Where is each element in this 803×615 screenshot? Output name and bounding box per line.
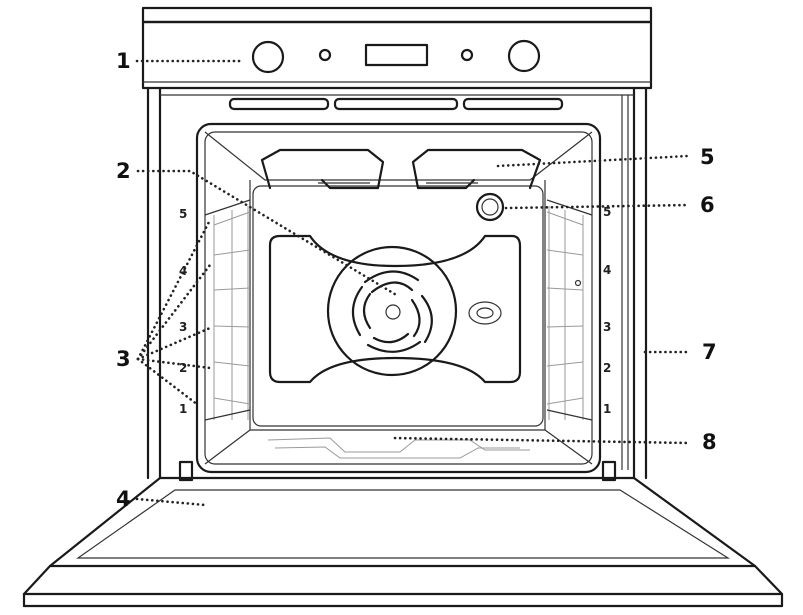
callout-5: 5 xyxy=(700,145,715,169)
door-seal xyxy=(621,95,629,470)
right-shelf-guides xyxy=(546,199,593,421)
left-shelf-label-3: 3 xyxy=(179,320,187,334)
oven-lamp xyxy=(475,192,505,222)
callout-8: 8 xyxy=(702,430,717,454)
oven-cavity xyxy=(195,122,602,474)
right-shelf-label-5: 5 xyxy=(603,205,611,219)
left-knob xyxy=(251,40,285,74)
callout-4: 4 xyxy=(116,487,131,511)
callout-7: 7 xyxy=(702,340,717,364)
shelf-level-labels-right: 5 4 3 2 1 xyxy=(603,205,611,416)
fan-cover-panel xyxy=(268,234,522,384)
display-window xyxy=(364,43,429,67)
right-shelf-label-1: 1 xyxy=(603,402,611,416)
callout-6: 6 xyxy=(700,193,715,217)
leader-lines xyxy=(135,59,692,507)
convection-fan xyxy=(326,245,458,377)
control-panel xyxy=(141,6,653,90)
top-heating-element xyxy=(260,148,542,190)
left-shelf-label-1: 1 xyxy=(179,402,187,416)
right-indicator-light xyxy=(460,48,474,62)
shelf-level-labels-left: 5 4 3 2 1 xyxy=(179,207,187,416)
callout-labels: 1 2 3 4 5 6 7 8 xyxy=(116,49,717,511)
left-shelf-label-4: 4 xyxy=(179,264,187,278)
left-shelf-label-2: 2 xyxy=(179,361,187,375)
bottom-heating-element xyxy=(267,437,530,459)
left-shelf-label-5: 5 xyxy=(179,207,187,221)
top-vents xyxy=(228,97,564,111)
right-shelf-label-2: 2 xyxy=(603,361,611,375)
left-indicator-light xyxy=(318,48,332,62)
callout-2: 2 xyxy=(116,159,131,183)
callout-3: 3 xyxy=(116,347,131,371)
right-knob xyxy=(507,39,541,73)
right-shelf-label-3: 3 xyxy=(603,320,611,334)
oven-body xyxy=(146,86,648,480)
oven-door xyxy=(22,460,784,608)
callout-1: 1 xyxy=(116,49,131,73)
left-shelf-guides xyxy=(204,199,251,421)
right-shelf-label-4: 4 xyxy=(603,263,611,277)
